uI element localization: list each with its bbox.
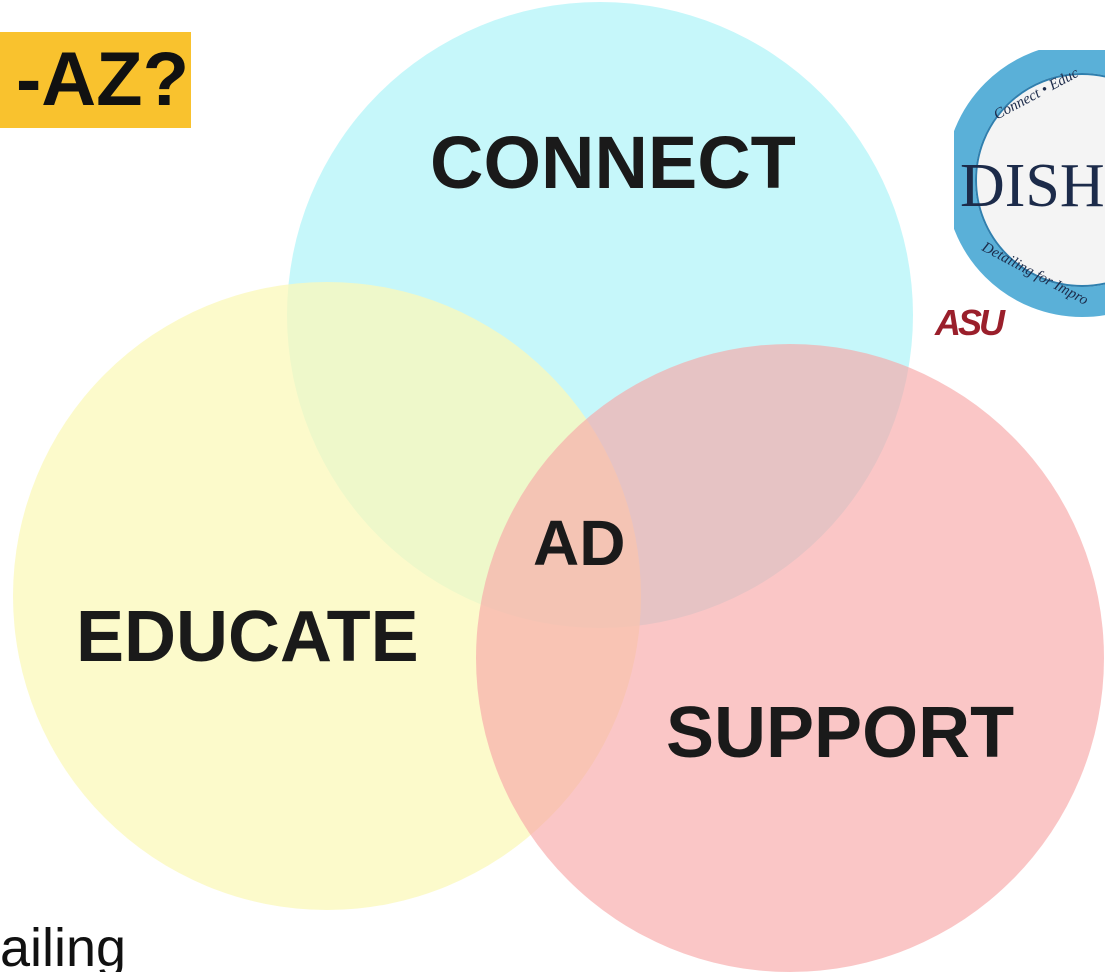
dish-logo-icon: DISH Connect • Educ Detailing for Impro <box>954 50 1105 317</box>
title-badge: -AZ? <box>0 32 191 128</box>
circle-support <box>476 344 1104 972</box>
circle-educate <box>13 282 641 910</box>
venn-label-educate: EDUCATE <box>76 597 419 677</box>
asu-logo: ASU <box>935 302 1005 343</box>
logo-name: DISH <box>960 152 1105 220</box>
venn-label-support: SUPPORT <box>666 693 1015 773</box>
dish-logo: DISH Connect • Educ Detailing for Impro <box>954 50 1105 335</box>
footer-text: ailing <box>0 918 127 972</box>
venn-label-center: AD <box>533 507 626 579</box>
venn-label-connect: CONNECT <box>430 121 796 204</box>
